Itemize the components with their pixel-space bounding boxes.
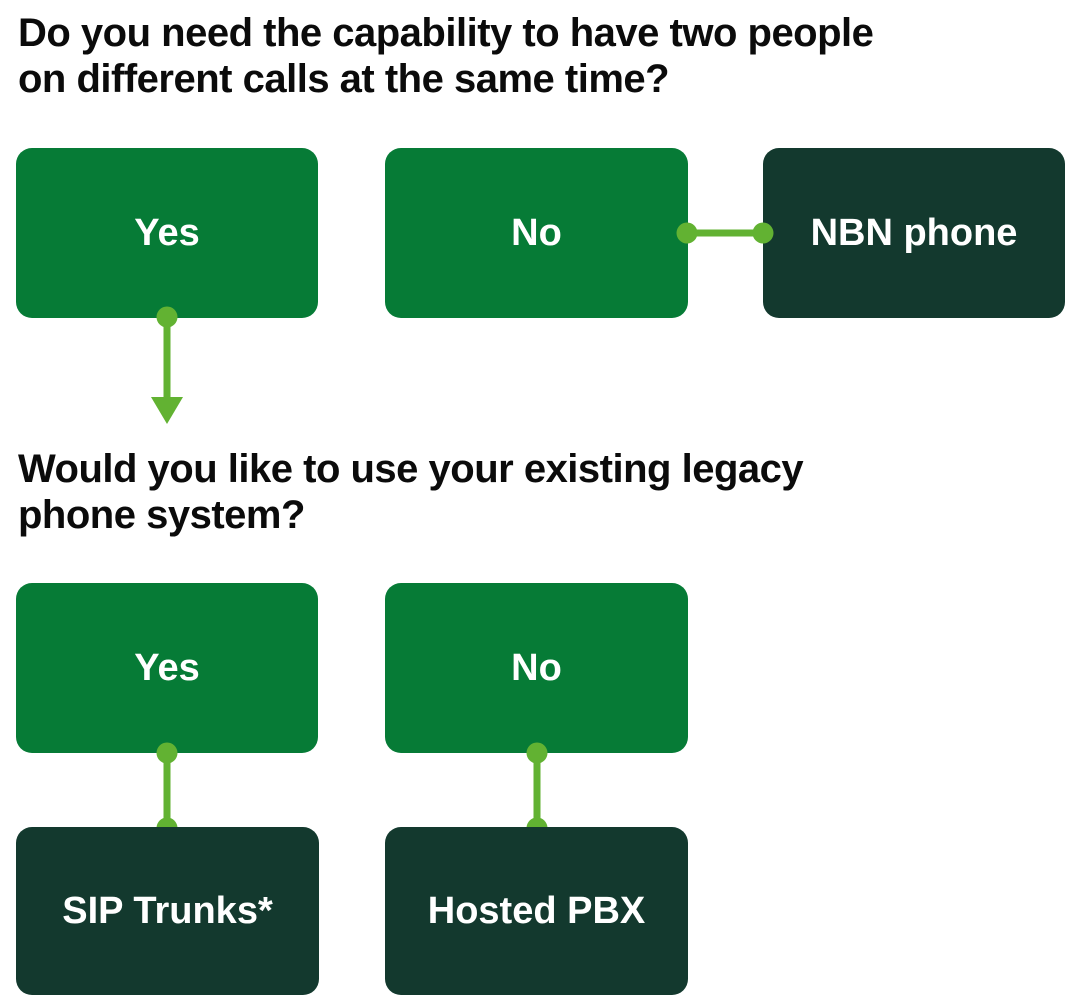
q2-no-option-box: No [385,583,688,753]
hosted-pbx-result-label: Hosted PBX [427,889,646,932]
q1-no-option-label: No [511,211,562,254]
question-1-line-2: on different calls at the same time? [18,57,670,101]
q2-yes-option-label: Yes [134,646,200,689]
sip-trunks-result-label: SIP Trunks* [62,889,273,932]
connector-line [163,317,171,400]
question-1-line-1: Do you need the capability to have two p… [18,11,874,55]
nbn-phone-result-label: NBN phone [810,211,1018,254]
nbn-phone-result-box: NBN phone [763,148,1065,318]
q2-yes-option-box: Yes [16,583,318,753]
question-1-heading: Do you need the capability to have two p… [18,10,874,102]
q1-yes-option-box: Yes [16,148,318,318]
q1-no-option-box: No [385,148,688,318]
sip-trunks-result-box: SIP Trunks* [16,827,319,995]
question-2-heading: Would you like to use your existing lega… [18,446,804,538]
connector-dot [676,222,698,244]
question-2-line-2: phone system? [18,493,305,537]
hosted-pbx-result-box: Hosted PBX [385,827,688,995]
connector-line [533,753,541,827]
connector-line [163,753,171,827]
arrow-down-icon [151,397,183,424]
connector-dot [752,222,774,244]
q1-yes-option-label: Yes [134,211,200,254]
question-2-line-1: Would you like to use your existing lega… [18,447,804,491]
q2-no-option-label: No [511,646,562,689]
connector-line [686,229,763,237]
